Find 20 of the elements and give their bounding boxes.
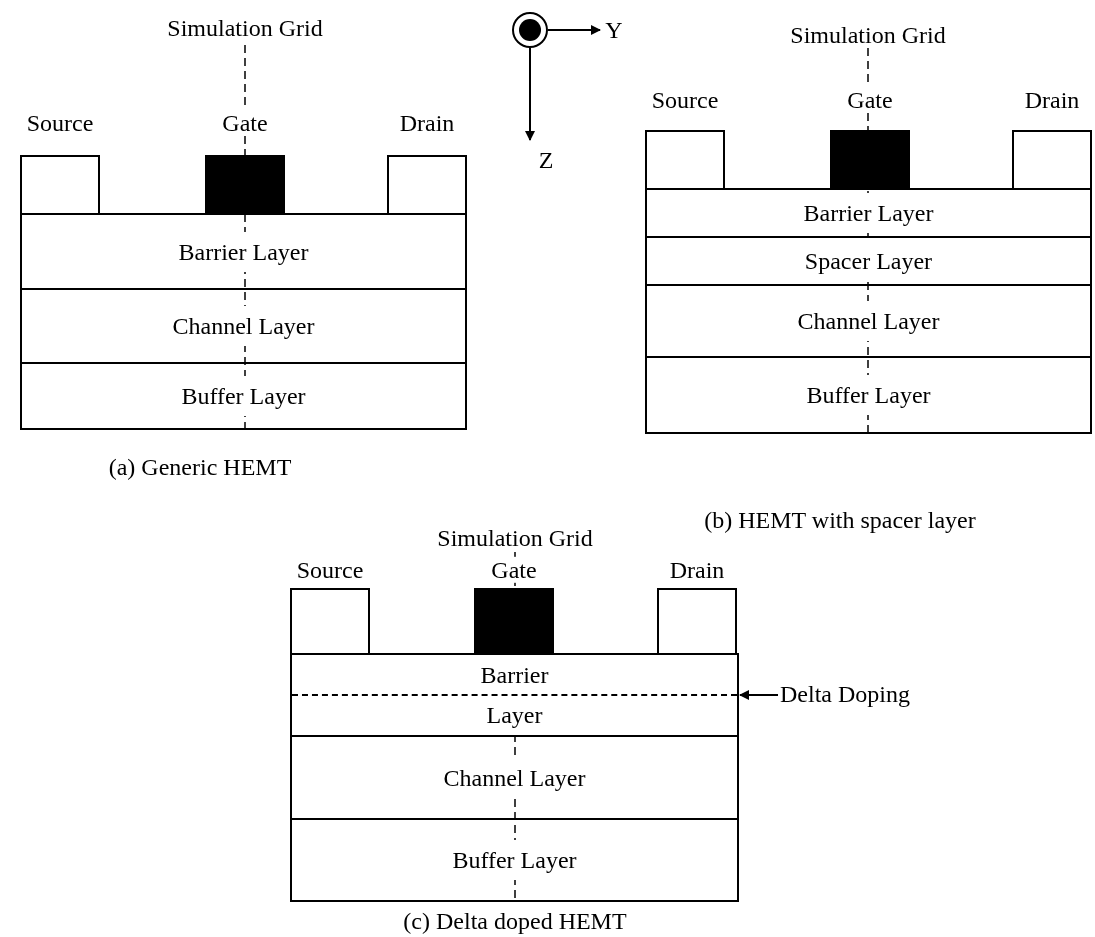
semiconductor-layer [20,213,467,290]
semiconductor-layer [290,818,739,902]
layer-label: Channel Layer [172,306,315,346]
leader-arrow [739,690,779,700]
layer-label: Buffer Layer [452,840,577,880]
semiconductor-layer [20,288,467,364]
semiconductor-layer [645,356,1092,434]
layer-label: Channel Layer [797,301,940,341]
contact-label: Gate [491,556,537,584]
semiconductor-layer [290,735,739,820]
semiconductor-layer [290,653,739,737]
semiconductor-layer [20,362,467,430]
layer-label: Buffer Layer [181,376,306,416]
layer-label: Buffer Layer [806,375,931,415]
semiconductor-layer [645,188,1092,238]
delta-doping-line [292,694,737,696]
layer-label: Barrier Layer [178,231,309,272]
semiconductor-layer [645,236,1092,286]
semiconductor-layer [645,284,1092,358]
layer-label: Barrier Layer [803,193,934,233]
